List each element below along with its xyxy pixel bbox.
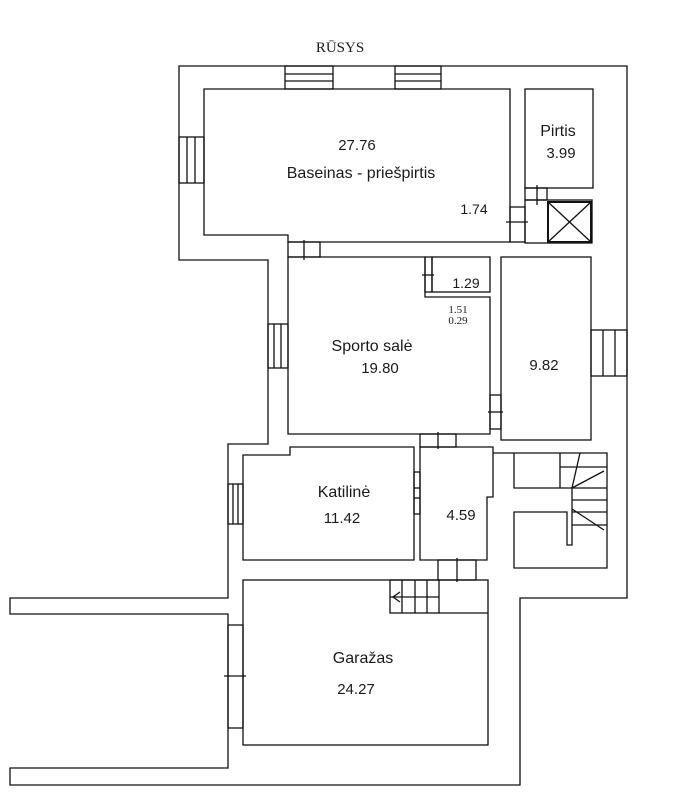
room-area: 1.51 <box>448 304 467 316</box>
room-sporto: 1.51 0.29 Sporto salė 19.80 <box>287 256 491 435</box>
room-area: 1.29 <box>452 275 479 291</box>
room-name: Pirtis <box>540 123 576 140</box>
room-name: Baseinas - priešpirtis <box>287 165 436 182</box>
room-area: 11.42 <box>324 510 360 527</box>
room-garazas: Garažas 24.27 <box>242 579 489 746</box>
room-wc: 1.29 <box>431 256 491 293</box>
room-area: 9.82 <box>529 357 558 374</box>
shower-box <box>524 199 593 244</box>
room-area: 24.27 <box>337 681 375 698</box>
room-name: Katilinė <box>318 484 371 501</box>
room-area: 19.80 <box>361 360 399 377</box>
room-pirtis: Pirtis 3.99 <box>524 88 594 189</box>
room-katiline: Katilinė 11.42 <box>242 446 415 561</box>
room-corridor: 4.59 <box>419 446 494 561</box>
room-area: 27.76 <box>338 137 376 154</box>
room-area: 0.29 <box>448 315 468 327</box>
room-area: 1.74 <box>460 201 487 217</box>
plan-title: RŪSYS <box>316 40 364 56</box>
room-baseinas: 27.76 Baseinas - priešpirtis 1.74 <box>203 88 511 243</box>
outer-wall <box>9 65 628 786</box>
room-area: 4.59 <box>446 507 475 524</box>
staircase <box>493 452 608 569</box>
room-name: Garažas <box>333 650 393 667</box>
room-name: Sporto salė <box>332 338 413 355</box>
room-9-82: 9.82 <box>500 256 592 441</box>
room-area: 3.99 <box>546 145 575 162</box>
doors <box>224 185 548 729</box>
